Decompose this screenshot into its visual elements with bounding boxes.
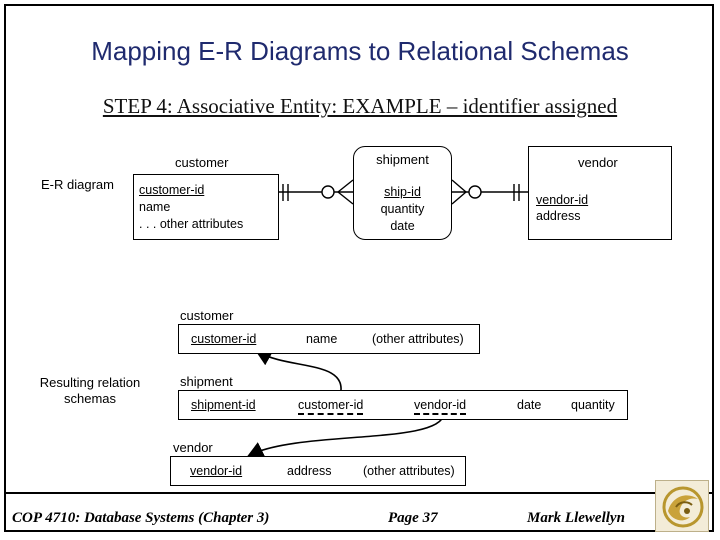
er-customer-attr-name: name xyxy=(139,200,171,214)
er-vendor-title: vendor xyxy=(578,155,618,170)
rel-customer-col-other: (other attributes) xyxy=(372,332,464,346)
er-customer-title: customer xyxy=(175,155,229,170)
rel-shipment-col-pk: shipment-id xyxy=(191,398,256,412)
relations-section-label: Resulting relation schemas xyxy=(39,375,141,406)
er-customer-attr-other: . . . other attributes xyxy=(139,217,244,231)
er-shipment-attr-date: date xyxy=(390,219,415,233)
rel-shipment-table xyxy=(178,390,628,420)
footer-author: Mark Llewellyn xyxy=(527,510,625,526)
footer-course: COP 4710: Database Systems (Chapter 3) xyxy=(12,510,270,526)
rel-vendor-table xyxy=(170,456,466,486)
university-logo-icon xyxy=(655,480,709,532)
er-customer-entity xyxy=(133,174,279,240)
rel-shipment-col-date: date xyxy=(517,398,542,412)
er-shipment-vendor-link xyxy=(451,179,528,205)
rel-shipment-title: shipment xyxy=(180,374,233,389)
rel-customer-col-name: name xyxy=(306,332,338,346)
page-subtitle: STEP 4: Associative Entity: EXAMPLE – id… xyxy=(102,94,618,118)
rel-customer-table xyxy=(178,324,480,354)
er-vendor-pk: vendor-id xyxy=(536,193,589,207)
er-shipment-attr-quantity: quantity xyxy=(380,202,425,216)
rel-shipment-col-vendor-fk: vendor-id xyxy=(414,398,467,415)
er-diagram-label: E-R diagram xyxy=(41,177,114,192)
er-customer-pk: customer-id xyxy=(139,183,205,197)
rel-shipment-col-quantity: quantity xyxy=(571,398,615,412)
er-vendor-entity xyxy=(528,146,672,240)
er-shipment-pk: ship-id xyxy=(384,185,421,199)
footer-page: Page 37 xyxy=(388,510,438,526)
rel-vendor-col-other: (other attributes) xyxy=(363,464,455,478)
fk-arrow-vendor xyxy=(247,413,445,457)
page-title: Mapping E-R Diagrams to Relational Schem… xyxy=(91,36,629,66)
er-customer-shipment-link xyxy=(279,179,354,205)
rel-vendor-title: vendor xyxy=(173,440,213,455)
rel-shipment-col-customer-fk: customer-id xyxy=(298,398,364,415)
footer-rule xyxy=(4,492,714,494)
er-shipment-entity xyxy=(353,146,452,240)
er-vendor-attr-address: address xyxy=(536,209,581,223)
slide-frame xyxy=(4,4,714,532)
rel-customer-title: customer xyxy=(180,308,234,323)
rel-vendor-col-pk: vendor-id xyxy=(190,464,243,478)
rel-vendor-col-address: address xyxy=(287,464,332,478)
er-shipment-title: shipment xyxy=(376,152,429,167)
fk-arrow-customer xyxy=(255,350,342,397)
rel-customer-col-pk: customer-id xyxy=(191,332,257,346)
